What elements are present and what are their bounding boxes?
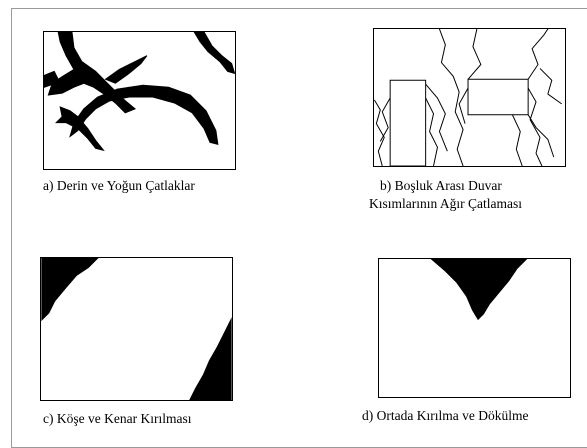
crack-line <box>458 87 469 124</box>
broken-corner-top-left <box>41 258 99 322</box>
broken-edge-bottom-right <box>189 317 232 400</box>
opening-window <box>467 78 529 116</box>
panel-b-caption-line-2: Kısımlarının Ağır Çatlaması <box>369 196 522 211</box>
crack-line <box>539 68 562 105</box>
crack-line <box>527 114 555 158</box>
panel-a-illustration <box>43 31 236 170</box>
crack-line <box>438 29 464 166</box>
panel-d-caption: d) Ortada Kırılma ve Dökülme <box>362 408 529 423</box>
panel-c-illustration <box>40 257 233 401</box>
central-spalling-drawing <box>430 259 528 321</box>
crack-spur <box>55 106 105 152</box>
crack-corner-right <box>193 32 235 75</box>
crack-long-branch <box>69 84 219 146</box>
crack-line <box>425 97 438 166</box>
crack-line <box>374 99 385 166</box>
panel-b-caption-line-1: b) Boşluk Arası Duvar <box>380 178 502 193</box>
opening-door <box>389 79 427 166</box>
crack-line <box>379 97 391 142</box>
crack-line <box>511 114 523 166</box>
crack-left-stub <box>44 70 59 88</box>
crack-line <box>527 87 543 166</box>
panel-d-illustration <box>378 258 571 398</box>
spalled-region <box>430 259 528 321</box>
panel-a-caption: a) Derin ve Yoğun Çatlaklar <box>43 178 195 193</box>
corner-edge-breakage-drawing <box>41 258 232 400</box>
wall-between-openings-drawing <box>374 29 562 166</box>
panel-b-illustration <box>373 28 566 167</box>
crack-line <box>467 29 482 80</box>
crack-line <box>425 83 448 152</box>
panel-c-caption: c) Köşe ve Kenar Kırılması <box>43 411 192 426</box>
crack-upper-right <box>104 55 148 84</box>
deep-cracks-drawing <box>44 32 235 152</box>
crack-line <box>527 29 549 80</box>
